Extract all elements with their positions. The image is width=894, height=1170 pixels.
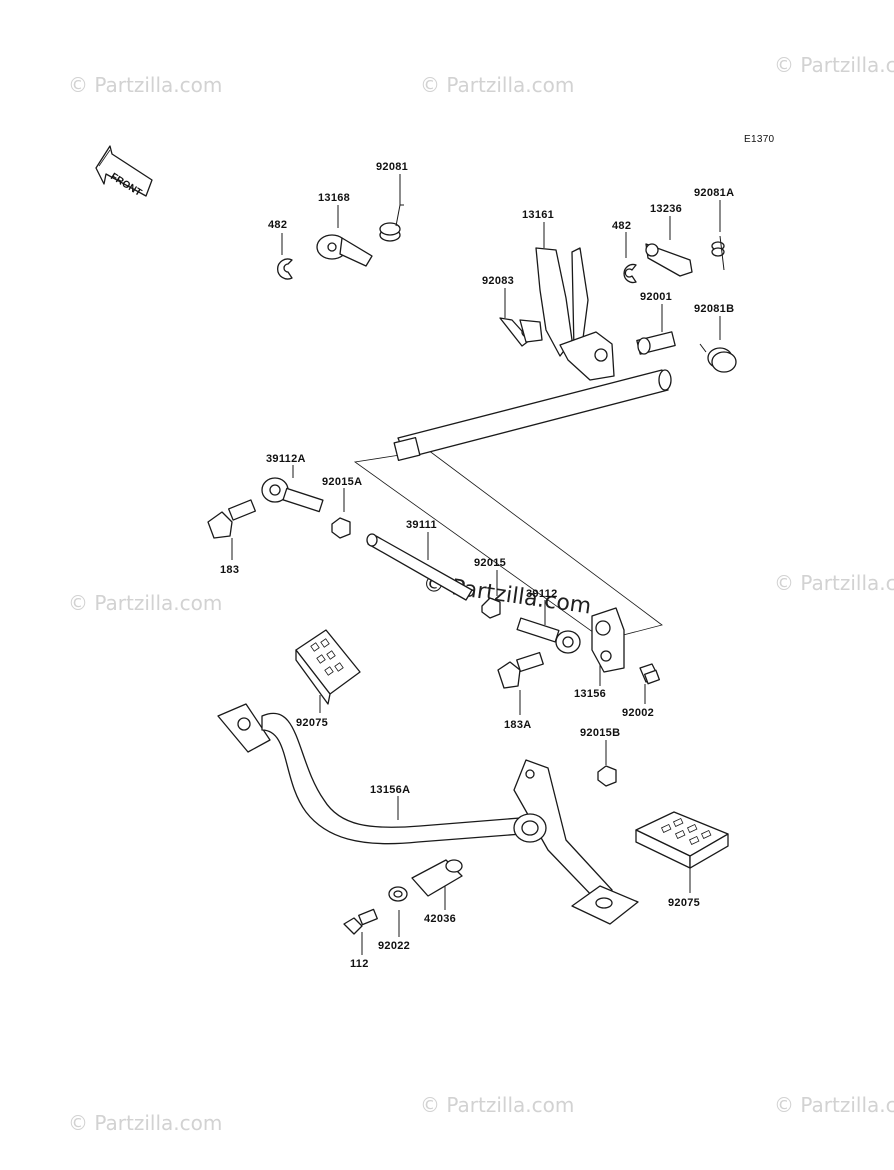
part-92001-bolt bbox=[636, 331, 676, 355]
part-92015B-nut bbox=[597, 765, 617, 787]
part-39111-rod bbox=[366, 533, 473, 601]
label-13156A: 13156A bbox=[370, 784, 410, 796]
label-92022: 92022 bbox=[378, 940, 410, 952]
label-92015: 92015 bbox=[474, 557, 506, 569]
label-13236: 13236 bbox=[650, 203, 682, 215]
watermark-layer: © Partzilla.com © Partzilla.com © Partzi… bbox=[68, 53, 894, 1135]
watermark-top-right: © Partzilla.com bbox=[774, 53, 894, 77]
part-labels: 482 13168 92081 13161 482 13236 92081A 9… bbox=[220, 161, 734, 970]
watermark-top-center: © Partzilla.com bbox=[420, 73, 574, 97]
part-13168-cam-plate bbox=[316, 234, 373, 267]
watermark-mid-right: © Partzilla.com bbox=[774, 571, 894, 595]
label-92081A: 92081A bbox=[694, 187, 734, 199]
part-183-bolt bbox=[207, 499, 257, 539]
label-13168: 13168 bbox=[318, 192, 350, 204]
label-13161: 13161 bbox=[522, 209, 554, 221]
label-482-right: 482 bbox=[612, 220, 631, 232]
part-13156-lever bbox=[591, 607, 625, 673]
label-92015B: 92015B bbox=[580, 727, 620, 739]
watermark-bottom-center: © Partzilla.com bbox=[420, 1093, 574, 1117]
label-112: 112 bbox=[350, 958, 369, 970]
part-92002-bolt bbox=[639, 663, 660, 685]
label-92081B: 92081B bbox=[694, 303, 734, 315]
label-92083: 92083 bbox=[482, 275, 514, 287]
label-482-left: 482 bbox=[268, 219, 287, 231]
part-183A-bolt bbox=[497, 651, 544, 689]
label-92081: 92081 bbox=[376, 161, 408, 173]
part-13161-shift-arm bbox=[535, 247, 615, 381]
part-92081B-spring bbox=[699, 343, 737, 373]
label-13156: 13156 bbox=[574, 688, 606, 700]
label-39112: 39112 bbox=[526, 588, 557, 600]
part-92075-pad-left bbox=[295, 629, 361, 705]
label-42036: 42036 bbox=[424, 913, 456, 925]
part-39112-rod-end bbox=[516, 617, 581, 654]
watermark-mid-left: © Partzilla.com bbox=[68, 591, 222, 615]
part-482-left bbox=[276, 258, 293, 280]
part-112-bolt bbox=[343, 908, 378, 935]
watermark-bottom-right: © Partzilla.com bbox=[774, 1093, 894, 1117]
label-92001: 92001 bbox=[640, 291, 672, 303]
front-arrow-icon: FRONT bbox=[95, 145, 153, 199]
part-shift-shaft bbox=[393, 369, 672, 462]
label-183: 183 bbox=[220, 564, 239, 576]
part-92022-washer bbox=[388, 886, 408, 902]
label-39112A: 39112A bbox=[266, 453, 306, 465]
watermark-top-left: © Partzilla.com bbox=[68, 73, 222, 97]
part-13156A-pedal bbox=[217, 703, 639, 925]
watermark-bottom-left: © Partzilla.com bbox=[68, 1111, 222, 1135]
label-92015A: 92015A bbox=[322, 476, 362, 488]
part-92081-spring bbox=[379, 204, 404, 242]
part-39112A-rod-end bbox=[261, 477, 324, 513]
part-13236-plate bbox=[645, 243, 693, 277]
label-39111: 39111 bbox=[406, 519, 437, 531]
part-92081A-spring bbox=[711, 235, 725, 271]
label-92002: 92002 bbox=[622, 707, 654, 719]
part-92015A-nut bbox=[331, 517, 351, 539]
part-92015-nut bbox=[481, 597, 501, 619]
label-92075-right: 92075 bbox=[668, 897, 700, 909]
part-42036-sleeve bbox=[411, 859, 463, 897]
label-183A: 183A bbox=[504, 719, 532, 731]
part-482-right bbox=[623, 263, 637, 284]
label-92075-left: 92075 bbox=[296, 717, 328, 729]
diagram-code: E1370 bbox=[744, 134, 775, 145]
part-92075-pad-right bbox=[635, 811, 729, 869]
part-92083-spring bbox=[499, 317, 543, 347]
